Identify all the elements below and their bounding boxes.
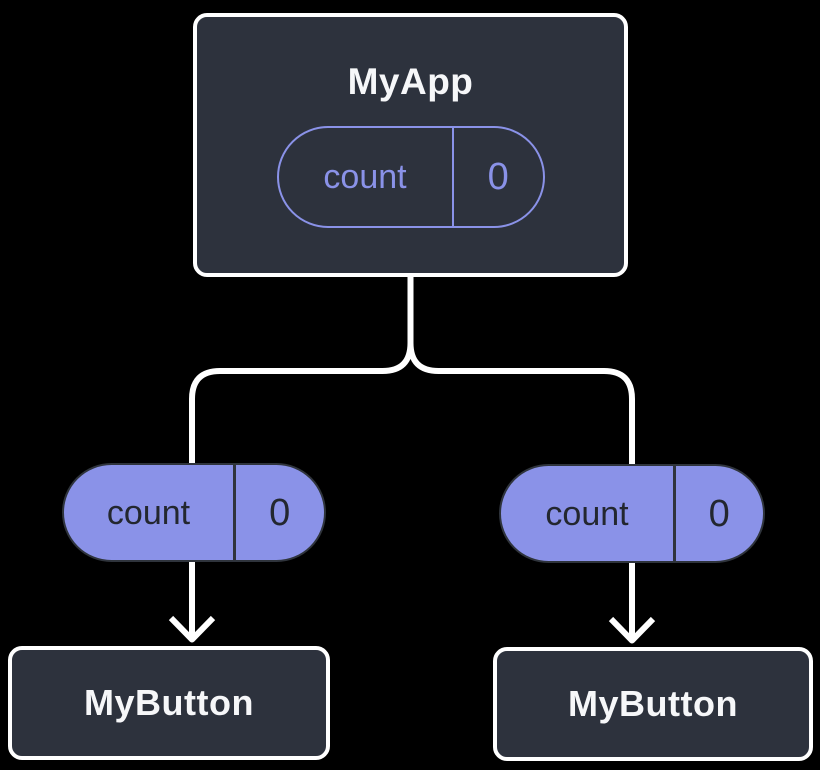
right-prop-pill: count 0 [499,464,765,563]
state-label: count [323,157,407,196]
myapp-card: MyApp count 0 [193,13,628,277]
state-label: count [545,494,629,533]
state-value: 0 [269,491,291,534]
myapp-state-pill: count 0 [276,125,545,228]
mybutton-card-left: MyButton [8,646,330,760]
state-value: 0 [487,155,509,198]
state-value: 0 [708,492,730,535]
pill-divider [673,466,676,561]
mybutton-title: MyButton [568,683,738,724]
pill-divider [451,127,454,226]
state-label: count [106,493,191,532]
myapp-title: MyApp [347,60,474,102]
left-prop-pill: count 0 [62,463,326,562]
mybutton-title: MyButton [84,682,254,723]
arrow-down-left-icon [168,615,216,643]
connector-branch-left [189,272,414,468]
arrow-down-right-icon [608,616,656,644]
connector-branch-right [407,272,635,468]
mybutton-card-right: MyButton [493,647,813,761]
pill-divider [233,465,236,560]
